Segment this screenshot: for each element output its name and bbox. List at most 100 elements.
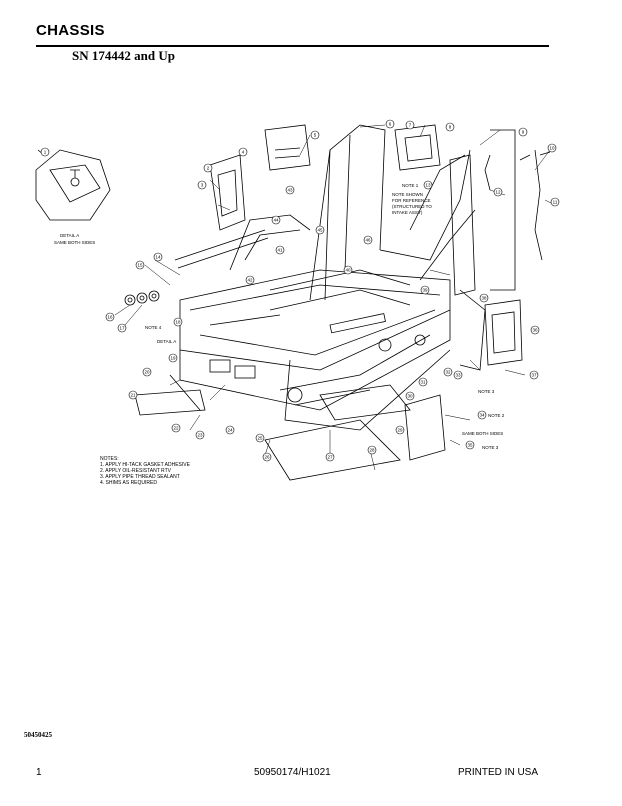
- callout-number: 1: [44, 150, 47, 155]
- callout-bubble: 41: [275, 245, 285, 255]
- callout-number: 46: [365, 238, 371, 243]
- footer-page-number: 1: [36, 767, 42, 778]
- callout-number: 34: [479, 413, 485, 418]
- callout-number: 15: [137, 263, 143, 268]
- callout-bubble: 8: [445, 122, 455, 132]
- notes-heading: NOTES:: [100, 456, 119, 462]
- callout-number: 5: [314, 133, 317, 138]
- callout-bubble: 15: [135, 260, 145, 270]
- callout-bubble: 42: [245, 275, 255, 285]
- document-number: 50450425: [24, 731, 52, 739]
- callout-number: 6: [389, 122, 392, 127]
- callout-bubble: 11: [550, 197, 560, 207]
- right-panels: [394, 124, 523, 366]
- callout-bubble: 30: [405, 391, 415, 401]
- callout-bubble: 22: [171, 423, 181, 433]
- callout-number: 20: [144, 370, 150, 375]
- callout-number: 31: [420, 380, 426, 385]
- callout-number: 38: [481, 296, 487, 301]
- callout-bubble: 24: [225, 425, 235, 435]
- callout-bubble: 2: [203, 163, 213, 173]
- note-line: 1. APPLY HI-TACK GASKET ADHESIVE: [100, 462, 190, 468]
- callout-bubble: 28: [367, 445, 377, 455]
- callout-bubble: 43: [285, 185, 295, 195]
- callout-bubble: 46: [363, 235, 373, 245]
- callout-bubble: 44: [271, 215, 281, 225]
- detail-a-note: SAME BOTH SIDES: [54, 240, 95, 245]
- callout-number: 23: [197, 433, 203, 438]
- callout-bubble: 27: [325, 452, 335, 462]
- callout-number: 22: [173, 426, 179, 431]
- callout-number: 18: [175, 320, 181, 325]
- note-3-ref-b: NOTE 3: [482, 445, 499, 450]
- callout-number: 32: [445, 370, 451, 375]
- callout-bubble: 1: [40, 147, 50, 157]
- callout-bubble: 10: [547, 143, 557, 153]
- callout-number: 27: [327, 455, 333, 460]
- callout-bubble: 12: [493, 187, 503, 197]
- note-2-ref: NOTE 2: [488, 413, 505, 418]
- callout-bubble: 40: [343, 265, 353, 275]
- ref-note-line-2: FOR REFERENCE: [392, 198, 431, 203]
- callout-bubble: 32: [443, 367, 453, 377]
- callout-bubble: 26: [262, 452, 272, 462]
- main-frame: [179, 124, 486, 431]
- callout-bubble: 18: [173, 317, 183, 327]
- serial-range: SN 174442 and Up: [72, 48, 175, 63]
- callout-number: 44: [273, 218, 279, 223]
- callout-number: 33: [455, 373, 461, 378]
- shims: [124, 290, 160, 306]
- callout-number: 4: [242, 150, 245, 155]
- callout-bubble: 14: [153, 252, 163, 262]
- callout-number: 12: [495, 190, 501, 195]
- callout-bubble: 21: [128, 390, 138, 400]
- callout-bubble: 17: [117, 323, 127, 333]
- callout-bubble: 39: [420, 285, 430, 295]
- callout-number: 40: [345, 268, 351, 273]
- callout-number: 36: [532, 328, 538, 333]
- detail-a-inset: [35, 149, 111, 221]
- callout-bubble: 19: [168, 353, 178, 363]
- callout-bubble: 4: [238, 147, 248, 157]
- callout-number: 29: [397, 428, 403, 433]
- callout-number: 24: [227, 428, 233, 433]
- callout-number: 8: [449, 125, 452, 130]
- callout-bubble: 9: [518, 127, 528, 137]
- callout-bubble: 45: [315, 225, 325, 235]
- callout-number: 7: [409, 123, 412, 128]
- note-4-ref: NOTE 4: [145, 325, 162, 330]
- callout-bubble: 38: [479, 293, 489, 303]
- callout-bubble: 33: [453, 370, 463, 380]
- callout-number: 39: [422, 288, 428, 293]
- callout-number: 43: [287, 188, 293, 193]
- callout-bubble: 25: [255, 433, 265, 443]
- callout-bubble: 31: [418, 377, 428, 387]
- footer-part-number: 50950174/H1021: [254, 767, 331, 778]
- callout-bubble: 23: [195, 430, 205, 440]
- callout-number: 13: [425, 183, 431, 188]
- callout-number: 45: [317, 228, 323, 233]
- callout-number: 30: [407, 394, 413, 399]
- detail-a-pointer: DETAIL A: [157, 339, 176, 344]
- note-line: 2. APPLY OIL-RESISTANT RTV: [100, 468, 171, 474]
- ref-note-line-1: NOTE SHOWN: [392, 192, 423, 197]
- harness: [484, 149, 551, 261]
- callout-bubbles: 1 2 3 4 5 6 7 8 9 10 11 12 13 14 15 16 1…: [40, 119, 560, 462]
- callout-bubble: 6: [385, 119, 395, 129]
- note-1-ref: NOTE 1: [402, 183, 419, 188]
- callout-number: 10: [549, 146, 555, 151]
- callout-bubble: 34: [477, 410, 487, 420]
- callout-number: 21: [130, 393, 136, 398]
- callout-number: 41: [277, 248, 283, 253]
- ref-note-line-4: INTAKE ASSY): [392, 210, 423, 215]
- callout-bubble: 5: [310, 130, 320, 140]
- callout-number: 14: [155, 255, 161, 260]
- note-3-ref-a: NOTE 3: [478, 389, 495, 394]
- ref-note-line-3: (STRUCTURED TO: [392, 204, 432, 209]
- detail-a-label: DETAIL A: [60, 233, 79, 238]
- leader-lines: [114, 124, 556, 471]
- header-rule: [36, 45, 549, 47]
- callout-number: 35: [467, 443, 473, 448]
- note-line: 3. APPLY PIPE THREAD SEALANT: [100, 474, 180, 480]
- lower-plates: [134, 374, 446, 481]
